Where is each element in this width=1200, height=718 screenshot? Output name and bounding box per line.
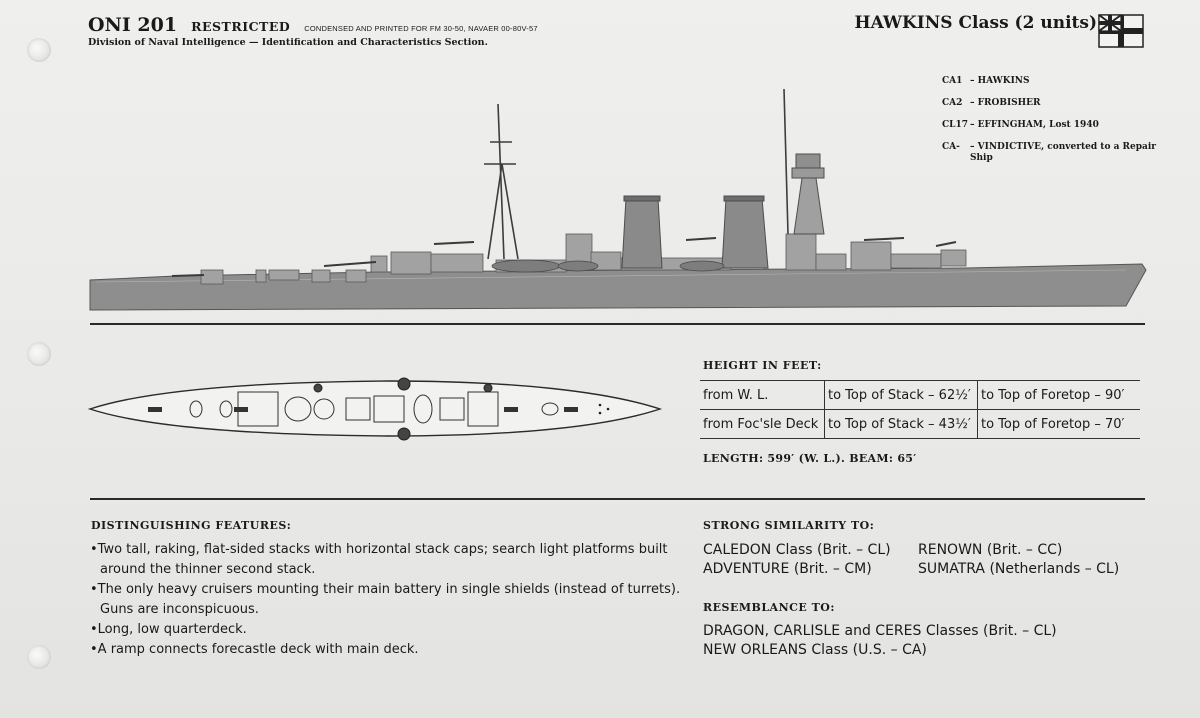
similarity-item: RENOWN (Brit. – CC) <box>918 542 1063 558</box>
ship-list: CA1 – HAWKINS CA2 – FROBISHER CL17 – EFF… <box>942 76 1162 175</box>
resemblance-list: DRAGON, CARLISLE and CERES Classes (Brit… <box>703 622 1057 660</box>
features-title: DISTINGUISHING FEATURES: <box>91 519 292 532</box>
guns <box>171 237 957 277</box>
length-beam: LENGTH: 599′ (W. L.). BEAM: 65′ <box>703 452 917 465</box>
similarity-item: ADVENTURE (Brit. – CM) <box>703 561 872 577</box>
ship-name: – FROBISHER <box>970 98 1041 108</box>
similarity-col1: CALEDON Class (Brit. – CL) ADVENTURE (Br… <box>703 541 891 579</box>
foremast <box>484 103 519 260</box>
plan-deck-fittings <box>189 391 559 427</box>
classification-label: RESTRICTED <box>191 19 291 34</box>
hull-number: CA1 <box>942 76 963 86</box>
height-foretop-cell: to Top of Foretop – 90′ <box>977 380 1140 410</box>
feature-item: •A ramp connects forecastle deck with ma… <box>90 642 419 657</box>
ship-list-item: CA- – VINDICTIVE, converted to a Repair … <box>942 142 1162 164</box>
height-stack-cell: to Top of Stack – 62½′ <box>824 380 978 410</box>
punch-hole <box>27 645 51 669</box>
plan-anchor-points <box>598 403 610 415</box>
punch-hole <box>27 342 51 366</box>
height-foretop-cell: to Top of Foretop – 70′ <box>977 409 1140 439</box>
plan-searchlights <box>313 377 493 441</box>
similarity-title: STRONG SIMILARITY TO: <box>703 519 875 532</box>
height-title: HEIGHT IN FEET: <box>703 359 822 372</box>
hull-number: CA2 <box>942 98 963 108</box>
section-rule <box>90 498 1145 500</box>
table-row: from W. L. to Top of Stack – 62½′ to Top… <box>700 380 1140 410</box>
hull-number: CL17 <box>942 120 969 130</box>
ship-list-item: CA2 – FROBISHER <box>942 98 1162 109</box>
height-ref-cell: from Foc'sle Deck <box>700 409 825 439</box>
resemblance-item: DRAGON, CARLISLE and CERES Classes (Brit… <box>703 623 1057 639</box>
hull <box>89 263 1147 311</box>
features-list: •Two tall, raking, flat-sided stacks wit… <box>90 540 682 660</box>
similarity-item: SUMATRA (Netherlands – CL) <box>918 561 1120 577</box>
ship-profile-drawing <box>89 88 1147 311</box>
height-table: from W. L. to Top of Stack – 62½′ to Top… <box>700 380 1140 439</box>
resemblance-title: RESEMBLANCE TO: <box>703 601 835 614</box>
ship-list-item: CA1 – HAWKINS <box>942 76 1162 87</box>
doc-id: ONI 201 <box>88 14 178 36</box>
division-line: Division of Naval Intelligence — Identif… <box>88 37 488 48</box>
feature-item: •Long, low quarterdeck. <box>90 622 247 637</box>
similarity-item: CALEDON Class (Brit. – CL) <box>703 542 891 558</box>
boats <box>491 259 725 273</box>
ship-list-item: CL17 – EFFINGHAM, Lost 1940 <box>942 120 1162 131</box>
white-ensign-flag-icon <box>1098 14 1144 48</box>
ship-name: – EFFINGHAM, Lost 1940 <box>970 120 1099 130</box>
ship-name: – VINDICTIVE, converted to a Repair Ship <box>970 142 1157 163</box>
feature-item: •Two tall, raking, flat-sided stacks wit… <box>90 542 668 577</box>
ship-name: – HAWKINS <box>970 76 1030 86</box>
table-row: from Foc'sle Deck to Top of Stack – 43½′… <box>700 409 1140 439</box>
stacks <box>621 195 769 269</box>
punch-hole <box>27 38 51 62</box>
plan-guns <box>148 407 578 412</box>
class-title: HAWKINS Class (2 units) <box>854 13 1097 33</box>
hull-number: CA- <box>942 142 960 152</box>
printed-for-note: CONDENSED AND PRINTED FOR FM 30-50, NAVA… <box>304 24 538 33</box>
similarity-col2: RENOWN (Brit. – CC) SUMATRA (Netherlands… <box>918 541 1119 579</box>
height-stack-cell: to Top of Stack – 43½′ <box>824 409 978 439</box>
profile-rule <box>90 323 1145 325</box>
feature-item: •The only heavy cruisers mounting their … <box>90 582 681 617</box>
height-ref-cell: from W. L. <box>700 380 825 410</box>
resemblance-item: NEW ORLEANS Class (U.S. – CA) <box>703 642 927 658</box>
mainmast-tower <box>783 88 825 235</box>
ship-plan-drawing <box>88 377 663 441</box>
document-header: ONI 201 RESTRICTED CONDENSED AND PRINTED… <box>88 14 538 48</box>
